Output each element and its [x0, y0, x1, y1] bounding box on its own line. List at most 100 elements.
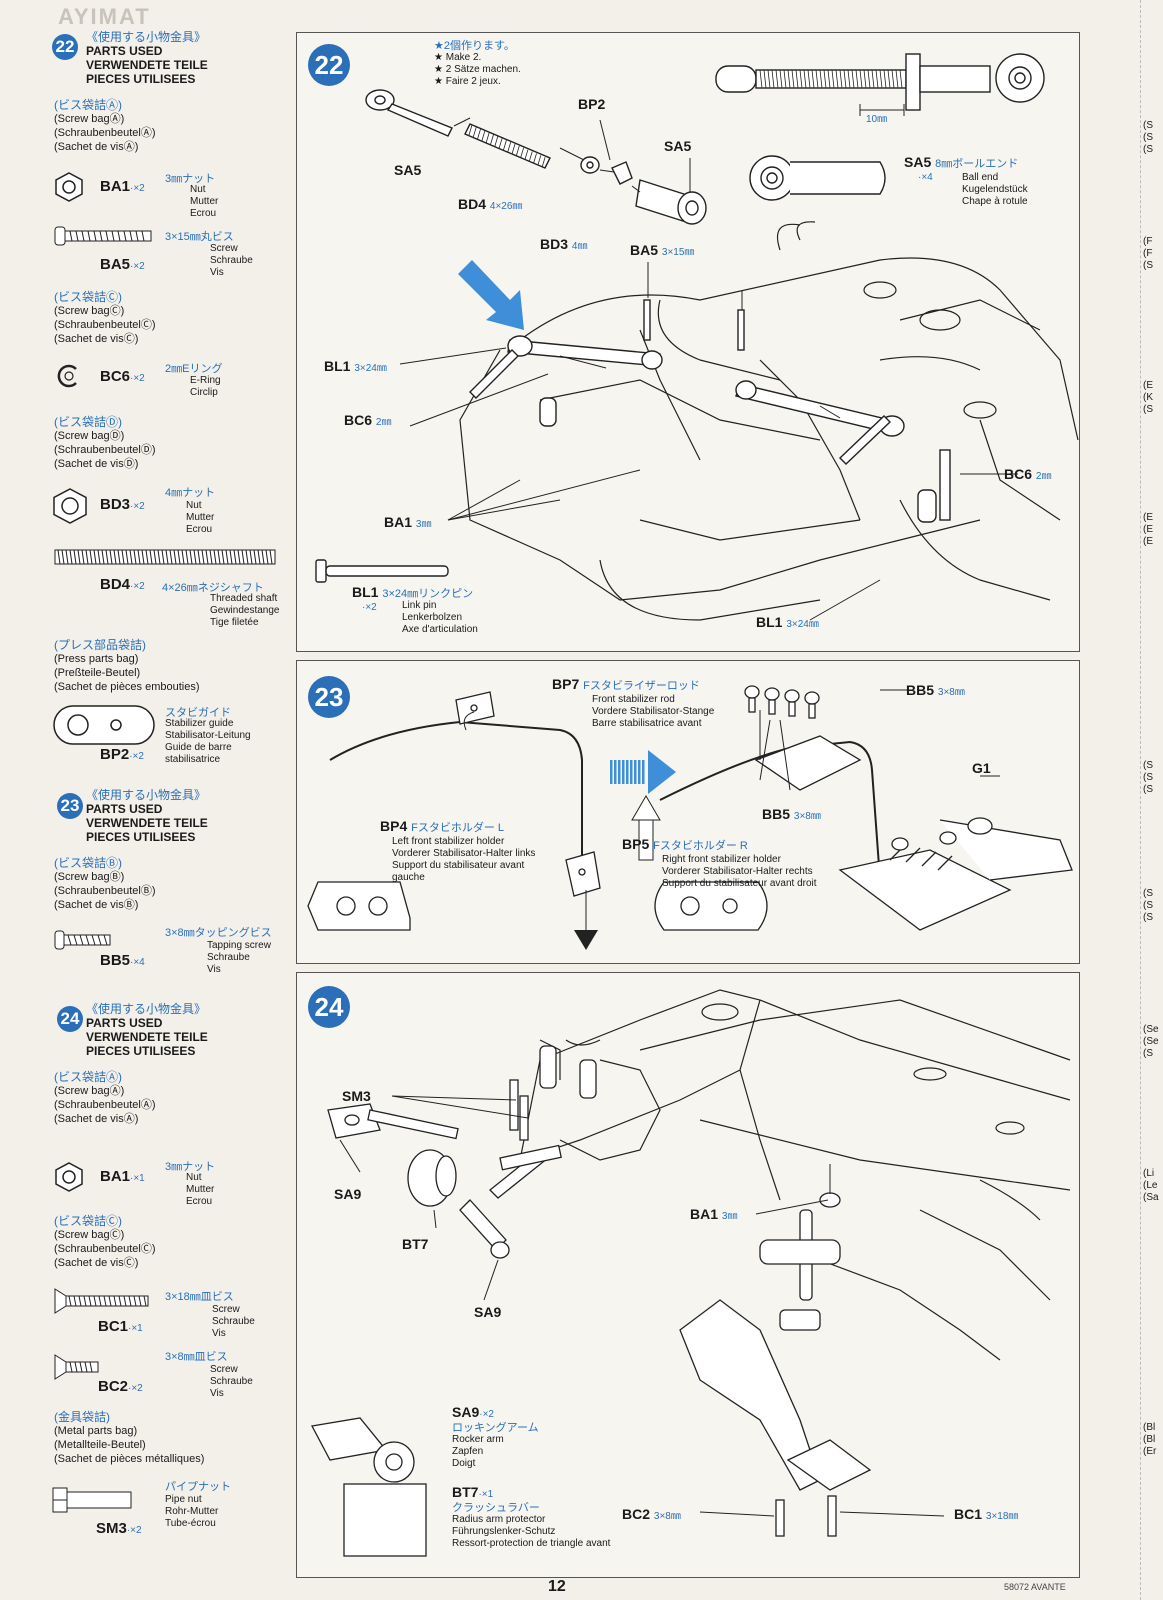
strip-fragment: (Bl: [1143, 1434, 1156, 1445]
thread-line: [145, 549, 149, 565]
part-code-bd4: BD4·×2: [100, 576, 145, 593]
label-bc2-24: BC2 3×8㎜: [622, 1506, 681, 1522]
pipe-nut-icon: [52, 1487, 132, 1513]
hex-nut-large-icon: [53, 488, 87, 524]
label-bt7: BT7: [402, 1236, 429, 1252]
hex-nut-icon-24: [55, 1162, 83, 1192]
product-code: 58072 AVANTE: [1004, 1582, 1066, 1592]
thread-line: [137, 549, 141, 565]
thread-line: [69, 549, 73, 565]
strip-fragment: (Se: [1143, 1036, 1159, 1047]
part-jp-bp2: スタビガイド: [165, 707, 231, 719]
screw-icon: [54, 226, 152, 246]
thread-line: [201, 549, 205, 565]
thread-line: [123, 1295, 127, 1307]
thread-line: [88, 1295, 92, 1307]
thread-line: [128, 1295, 132, 1307]
thread-line: [181, 549, 185, 565]
strip-fragment: (S: [1143, 784, 1153, 795]
label-bb5-b: BB5 3×8㎜: [762, 806, 821, 822]
thread-line: [93, 549, 97, 565]
thread-line: [221, 549, 225, 565]
part-code-bc6: BC6·×2: [100, 368, 145, 385]
screw-bag-c-label-24: (ビス袋詰Ⓒ) (Screw bagⒸ) (SchraubenbeutelⒸ) …: [54, 1214, 156, 1269]
part-code-bb5: BB5·×4: [100, 952, 145, 969]
strip-fragment: (F: [1143, 248, 1153, 259]
strip-fragment: (S: [1143, 120, 1153, 131]
strip-fragment: (S: [1143, 144, 1153, 155]
strip-fragment: (S: [1143, 772, 1153, 783]
thread-line: [269, 549, 273, 565]
thread-line: [149, 549, 153, 565]
label-sa5-a: SA5: [394, 162, 422, 178]
step-23-badge: 23: [57, 793, 83, 819]
label-bl1-c: BL1 3×24㎜: [756, 614, 819, 630]
thread-line: [261, 549, 265, 565]
strip-fragment: (S: [1143, 888, 1153, 899]
strip-fragment: (K: [1143, 392, 1153, 403]
strip-fragment: (S: [1143, 912, 1153, 923]
strip-fragment: (E: [1143, 512, 1153, 523]
thread-line: [213, 549, 217, 565]
thread-line: [89, 549, 93, 565]
part-jp-bc1: 3×18㎜皿ビス: [165, 1291, 234, 1303]
thread-line: [185, 549, 189, 565]
strip-fragment: (S: [1143, 900, 1153, 911]
thread-line: [57, 549, 61, 565]
thread-line: [143, 1295, 147, 1307]
strip-fragment: (E: [1143, 536, 1153, 547]
bl1-qty: ·×2: [362, 602, 377, 613]
step-23-panel-badge: 23: [308, 676, 350, 718]
thread-line: [265, 549, 269, 565]
strip-fragment: (Er: [1143, 1446, 1157, 1457]
label-sa9-b: SA9: [474, 1304, 502, 1320]
strip-fragment: (S: [1143, 404, 1153, 415]
thread-line: [73, 1295, 77, 1307]
make-two-note: ★2個作ります。 ★ Make 2. ★ 2 Sätze machen. ★ F…: [434, 40, 521, 87]
thread-line: [81, 549, 85, 565]
part-code-bd3: BD3·×2: [100, 496, 145, 513]
part-jp-bc2: 3×8㎜皿ビス: [165, 1351, 228, 1363]
bp5-label: BP5 Fスタビホルダー R: [622, 836, 748, 852]
thread-line: [68, 1295, 72, 1307]
bp7-label: BP7 Fスタビライザーロッド: [552, 676, 700, 692]
thread-line: [65, 549, 69, 565]
thread-line: [101, 549, 105, 565]
bt7-description: BT7·×1: [452, 1484, 494, 1500]
part-jp-bd3: 4㎜ナット: [165, 487, 216, 499]
thread-line: [78, 1295, 82, 1307]
page-header-title: AYIMAT: [58, 4, 151, 29]
right-edge-strip: (S(S(S(F(F(S(E(K(S(E(E(E(S(S(S(S(S(S(Se(…: [1140, 0, 1163, 1600]
thread-line: [237, 549, 241, 565]
thread-line: [141, 549, 145, 565]
thread-line: [197, 549, 201, 565]
step-24-panel-badge: 24: [308, 986, 350, 1028]
thread-line: [103, 1295, 107, 1307]
label-bc6-a: BC6 2㎜: [344, 412, 392, 428]
strip-fragment: (Se: [1143, 1024, 1159, 1035]
sa9-description: SA9·×2: [452, 1404, 494, 1420]
part-jp-bd4: 4×26㎜ネジシャフト: [162, 582, 264, 594]
thread-line: [245, 549, 249, 565]
thread-line: [257, 549, 261, 565]
sa5-description: SA5 8㎜ボールエンド: [904, 154, 1019, 170]
thread-line: [177, 549, 181, 565]
thread-line: [83, 1295, 87, 1307]
thread-line: [93, 1295, 97, 1307]
thread-line: [165, 549, 169, 565]
thread-line: [189, 549, 193, 565]
threaded-shaft-icon: [54, 549, 276, 565]
step-22-badge: 22: [52, 34, 78, 60]
step-24-parts-heading: 《使用する小物金具》 PARTS USED VERWENDETE TEILE P…: [86, 1002, 208, 1058]
thread-line: [161, 549, 165, 565]
